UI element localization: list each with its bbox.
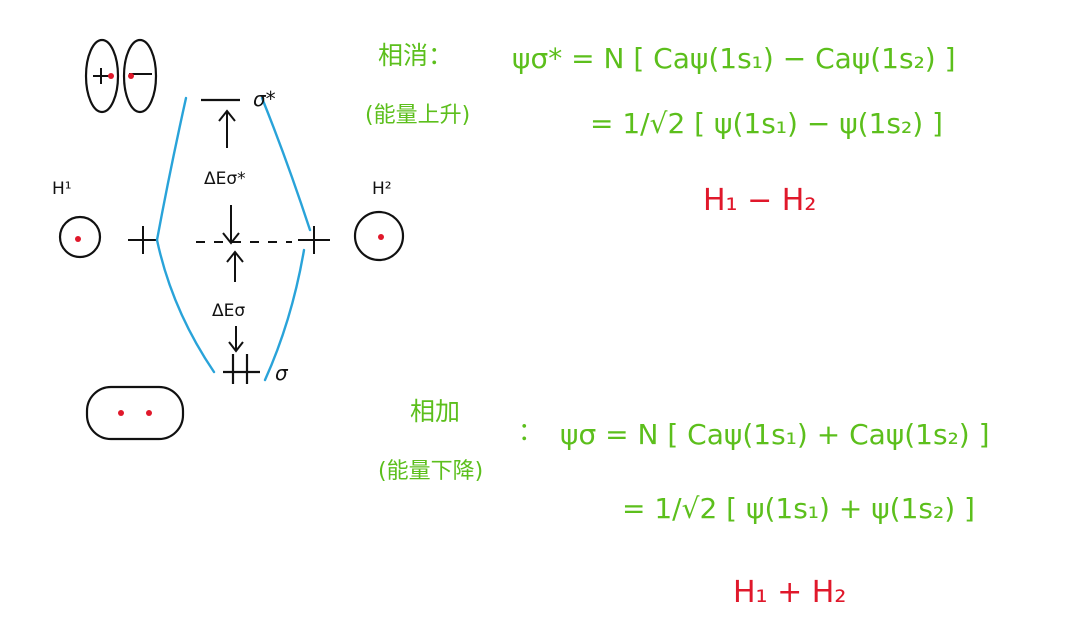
blue-line-left-top [155, 96, 188, 242]
sigma-label: σ [275, 361, 289, 385]
bonding-result: H₁ + H₂ [733, 575, 846, 610]
blue-line-left-bottom [155, 238, 216, 374]
bonding-equation-line1: ψσ = N [ Caψ(1s₁) + Caψ(1s₂) ] [560, 418, 990, 451]
antibonding-equation-line1: ψσ* = N [ Caψ(1s₁) − Caψ(1s₂) ] [512, 42, 956, 75]
blue-line-right-bottom [263, 248, 306, 382]
bonding-colon: ： [518, 417, 543, 446]
antibonding-energy-note: (能量上升) [365, 103, 470, 128]
antibonding-result: H₁ − H₂ [703, 183, 816, 218]
delta-e-bonding-arrows [226, 250, 244, 353]
bonding-level [223, 354, 260, 384]
bonding-equation-line2: = 1/√2 [ ψ(1s₁) + ψ(1s₂) ] [622, 492, 975, 525]
bonding-title: 相加 [410, 397, 460, 426]
delta-e-bonding-label: ΔEσ [212, 301, 245, 321]
h2-label: H² [372, 179, 392, 199]
h1-label: H¹ [52, 179, 72, 199]
atom-h1: H¹ [52, 179, 158, 259]
bonding-energy-note: (能量下降) [378, 459, 483, 484]
antibonding-level: σ* [201, 87, 276, 111]
bonding-cloud [85, 385, 185, 441]
blue-line-right-top [260, 96, 312, 232]
delta-e-antibonding-arrows [218, 109, 240, 245]
correlation-lines [155, 96, 312, 382]
atom-h2: H² [298, 179, 405, 262]
antibonding-title: 相消： [378, 41, 453, 70]
antibonding-equation-line2: = 1/√2 [ ψ(1s₁) − ψ(1s₂) ] [590, 107, 943, 140]
sigma-star-label: σ* [253, 87, 276, 111]
antibonding-lobes [84, 38, 158, 114]
delta-e-antibonding-label: ΔEσ* [204, 169, 246, 189]
